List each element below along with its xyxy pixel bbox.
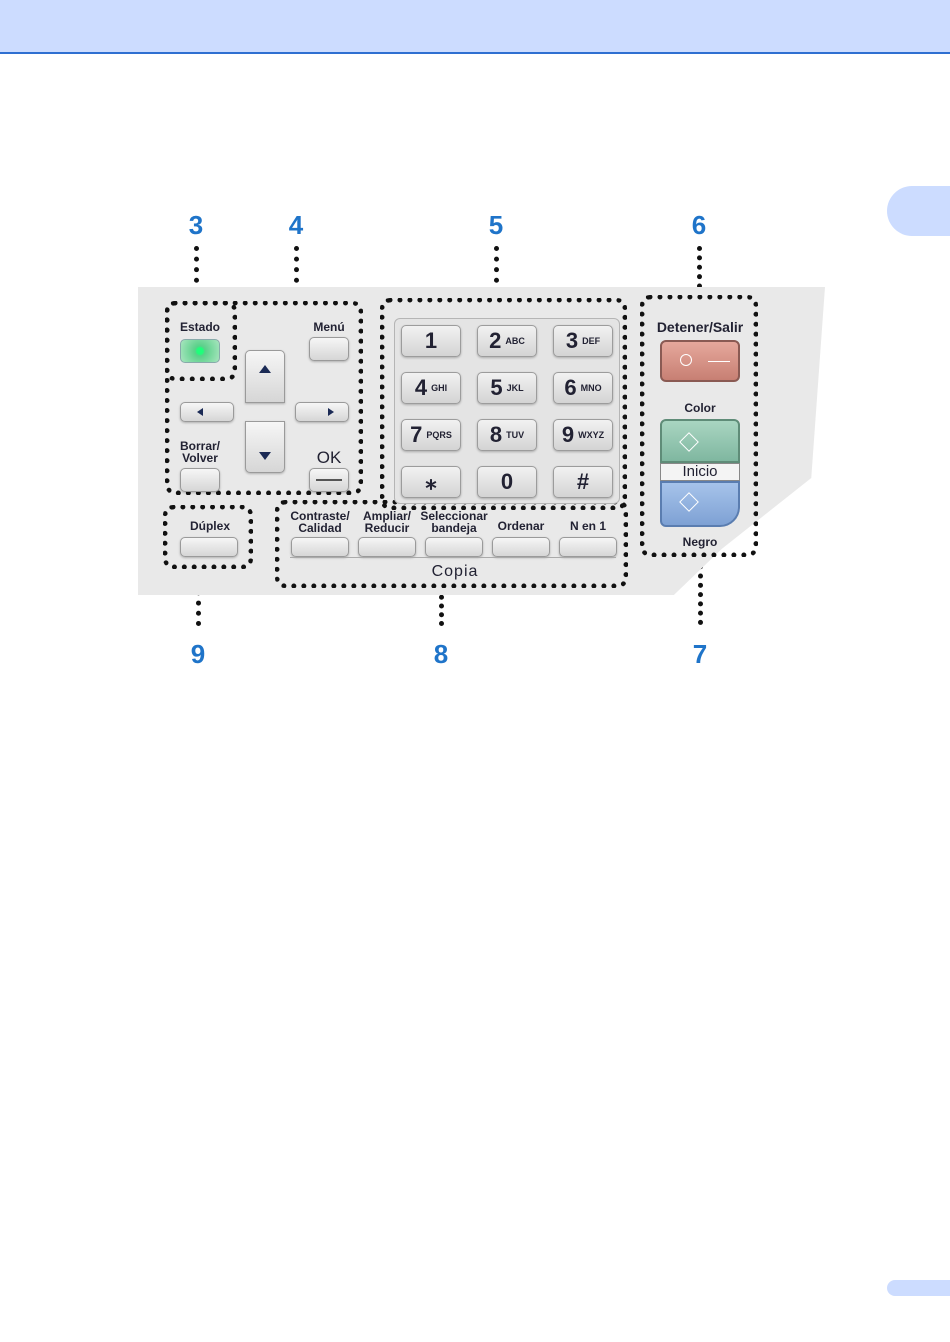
menu-label: Menú: [300, 321, 358, 333]
copy-button-label: Ordenar: [484, 520, 558, 532]
chapter-tab: [887, 186, 950, 236]
menu-button[interactable]: [309, 337, 349, 361]
copy-button-label: Ampliar/ Reducir: [350, 510, 424, 534]
keypad-key[interactable]: 1: [401, 325, 461, 357]
stop-exit-label: Detener/Salir: [645, 320, 755, 334]
copy-button[interactable]: [358, 537, 416, 557]
copy-button[interactable]: [492, 537, 550, 557]
stop-exit-button[interactable]: [660, 340, 740, 382]
callout-3: 3: [176, 212, 216, 238]
keypad-key[interactable]: 0: [477, 466, 537, 498]
stop-icon: [680, 354, 692, 366]
keypad-key[interactable]: ⁎: [401, 466, 461, 498]
stop-line-icon: [708, 361, 730, 362]
copy-button[interactable]: [559, 537, 617, 557]
keypad-key[interactable]: 7 PQRS: [401, 419, 461, 451]
callout-9: 9: [178, 641, 218, 667]
keypad-key-digit: #: [577, 469, 589, 495]
keypad-key-letters: MNO: [581, 383, 602, 393]
keypad-key-digit: 9: [562, 422, 574, 448]
copy-divider: [290, 557, 616, 558]
callout-4: 4: [276, 212, 316, 238]
keypad-key[interactable]: 3 DEF: [553, 325, 613, 357]
ok-button[interactable]: [309, 468, 349, 492]
black-start-button[interactable]: [660, 481, 740, 527]
callout-5: 5: [476, 212, 516, 238]
copy-button-label: Seleccionar bandeja: [417, 510, 491, 534]
header-bar: [0, 0, 950, 54]
start-diamond-icon: [679, 492, 699, 512]
keypad-key[interactable]: 4 GHI: [401, 372, 461, 404]
keypad-key-letters: JKL: [507, 383, 524, 393]
callout-6: 6: [679, 212, 719, 238]
left-button[interactable]: [180, 402, 234, 422]
start-label: Inicio: [660, 463, 740, 481]
keypad-key-digit: 1: [425, 328, 437, 354]
keypad-key[interactable]: #: [553, 466, 613, 498]
clear-back-button[interactable]: [180, 468, 220, 492]
copy-label: Copia: [400, 564, 510, 580]
color-start-button[interactable]: [660, 419, 740, 463]
keypad-key[interactable]: 8 TUV: [477, 419, 537, 451]
callout-8: 8: [421, 641, 461, 667]
keypad-key-digit: 7: [410, 422, 422, 448]
keypad-key-digit: 2: [489, 328, 501, 354]
ok-line-icon: [316, 479, 342, 481]
arrow-left-icon: [197, 408, 203, 416]
copy-button[interactable]: [425, 537, 483, 557]
copy-button-label: N en 1: [551, 520, 625, 532]
ok-label: OK: [304, 449, 354, 466]
keypad-key[interactable]: 5 JKL: [477, 372, 537, 404]
arrow-right-icon: [328, 408, 334, 416]
keypad-key[interactable]: 2 ABC: [477, 325, 537, 357]
keypad-key-letters: ABC: [505, 336, 525, 346]
status-led: [180, 339, 220, 363]
page-footer-tab: [887, 1280, 950, 1296]
keypad-key-letters: DEF: [582, 336, 600, 346]
keypad-key[interactable]: 9 WXYZ: [553, 419, 613, 451]
duplex-button[interactable]: [180, 537, 238, 557]
start-diamond-icon: [679, 432, 699, 452]
keypad-key-digit: 3: [566, 328, 578, 354]
duplex-label: Dúplex: [180, 520, 240, 532]
copy-button-label: Contraste/ Calidad: [283, 510, 357, 534]
keypad-key-letters: GHI: [431, 383, 447, 393]
keypad-key-digit: 8: [490, 422, 502, 448]
right-button[interactable]: [295, 402, 349, 422]
keypad-key-digit: 6: [564, 375, 576, 401]
arrow-down-icon: [259, 452, 271, 460]
down-button[interactable]: [245, 421, 285, 473]
keypad-key-letters: PQRS: [426, 430, 452, 440]
status-label: Estado: [170, 321, 230, 333]
keypad-key-digit: 5: [490, 375, 502, 401]
keypad-key-letters: TUV: [506, 430, 524, 440]
callout-7: 7: [680, 641, 720, 667]
black-label: Negro: [660, 536, 740, 548]
copy-button[interactable]: [291, 537, 349, 557]
keypad-key[interactable]: 6 MNO: [553, 372, 613, 404]
keypad-key-digit: ⁎: [426, 469, 437, 495]
keypad-key-digit: 0: [501, 469, 513, 495]
clear-back-label: Borrar/ Volver: [168, 440, 232, 464]
keypad-key-letters: WXYZ: [578, 430, 604, 440]
up-button[interactable]: [245, 350, 285, 403]
color-label: Color: [660, 402, 740, 414]
keypad-key-digit: 4: [415, 375, 427, 401]
arrow-up-icon: [259, 365, 271, 373]
